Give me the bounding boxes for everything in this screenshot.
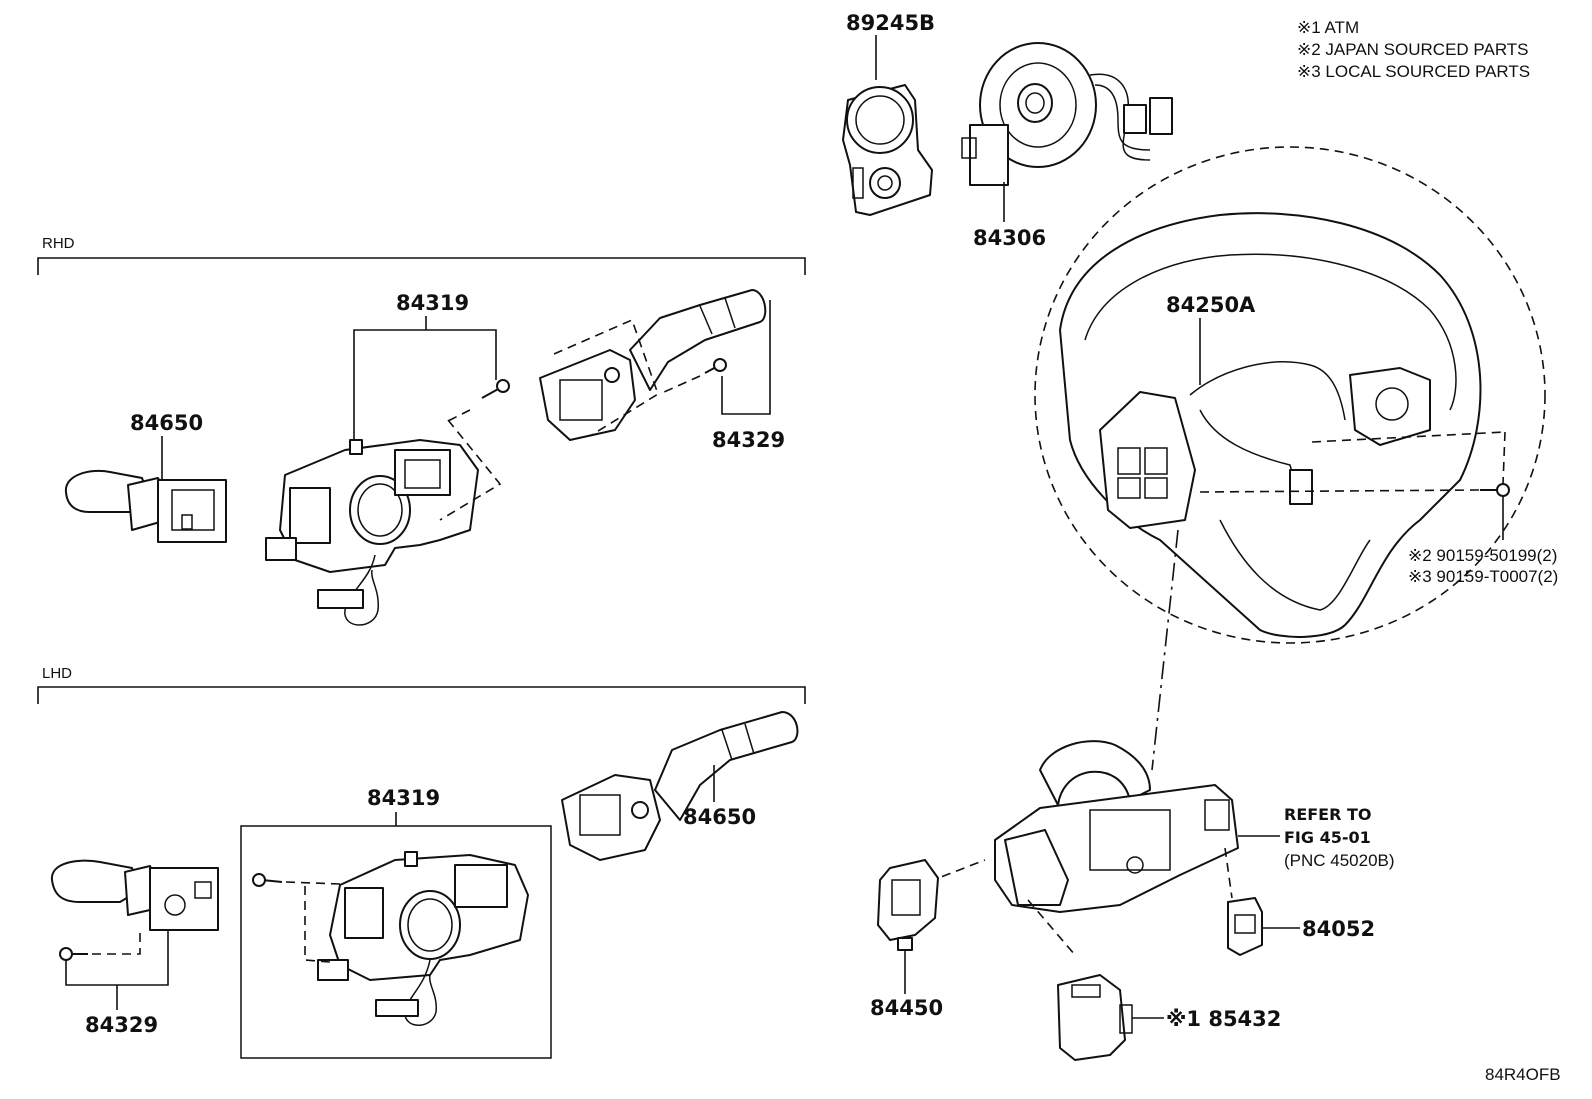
label-rhd-84329: 84329 <box>712 428 785 452</box>
label-lhd-84329: 84329 <box>85 1013 158 1037</box>
notes-legend: ※1 ATM ※2 JAPAN SOURCED PARTS ※3 LOCAL S… <box>1297 18 1530 81</box>
note-1: ※1 ATM <box>1297 18 1359 37</box>
note-2: ※2 JAPAN SOURCED PARTS <box>1297 40 1529 59</box>
section-lhd-label: LHD <box>42 665 72 682</box>
part-steering-column <box>927 740 1239 956</box>
label-84450: 84450 <box>870 996 943 1020</box>
label-rhd-84319: 84319 <box>396 291 469 315</box>
section-rhd-label: RHD <box>42 235 75 252</box>
wheel-to-column-line <box>1151 529 1179 771</box>
note-3: ※3 LOCAL SOURCED PARTS <box>1297 62 1530 81</box>
part-rhd-84650: 84650 <box>64 411 227 543</box>
part-84306: 84306 <box>961 42 1173 250</box>
rhd-assembly-dashline <box>439 419 502 521</box>
part-84052: 84052 <box>1227 897 1375 956</box>
part-wheel-screw: ※2 90159-50199(2) ※3 90159-T0007(2) <box>1199 431 1558 586</box>
refer-line-3: (PNC 45020B) <box>1284 851 1395 870</box>
part-85432: ※1 85432 <box>1057 974 1281 1061</box>
part-84450: 84450 <box>870 859 943 1020</box>
part-lhd-switch: 84329 <box>50 859 219 1037</box>
part-rhd-wiper-switch: 84329 <box>539 289 785 452</box>
label-screw-local: ※3 90159-T0007(2) <box>1408 567 1558 586</box>
figure-code: 84R4OFB <box>1485 1065 1561 1084</box>
label-84250a: 84250A <box>1166 293 1256 317</box>
part-rhd-screw <box>445 379 510 423</box>
label-lhd-84650: 84650 <box>683 805 756 829</box>
refer-note: REFER TO FIG 45-01 (PNC 45020B) <box>1238 805 1395 870</box>
part-rhd-84319: 84319 <box>265 291 497 626</box>
label-84052: 84052 <box>1302 917 1375 941</box>
label-rhd-84650: 84650 <box>130 411 203 435</box>
refer-line-1: REFER TO <box>1284 805 1372 824</box>
part-lhd-84650: 84650 <box>561 711 799 861</box>
section-rhd-bracket <box>37 257 806 275</box>
part-steering-wheel-84250a: 84250A <box>1034 146 1546 644</box>
refer-line-2: FIG 45-01 <box>1284 828 1371 847</box>
label-84306: 84306 <box>973 226 1046 250</box>
part-lhd-84319: 84319 <box>240 786 552 1059</box>
label-89245b: 89245B <box>846 11 935 35</box>
label-85432: ※1 85432 <box>1166 1007 1281 1031</box>
part-89245b: 89245B <box>842 11 935 216</box>
label-lhd-84319: 84319 <box>367 786 440 810</box>
section-lhd-bracket <box>37 686 806 704</box>
label-screw-jp: ※2 90159-50199(2) <box>1408 546 1557 565</box>
